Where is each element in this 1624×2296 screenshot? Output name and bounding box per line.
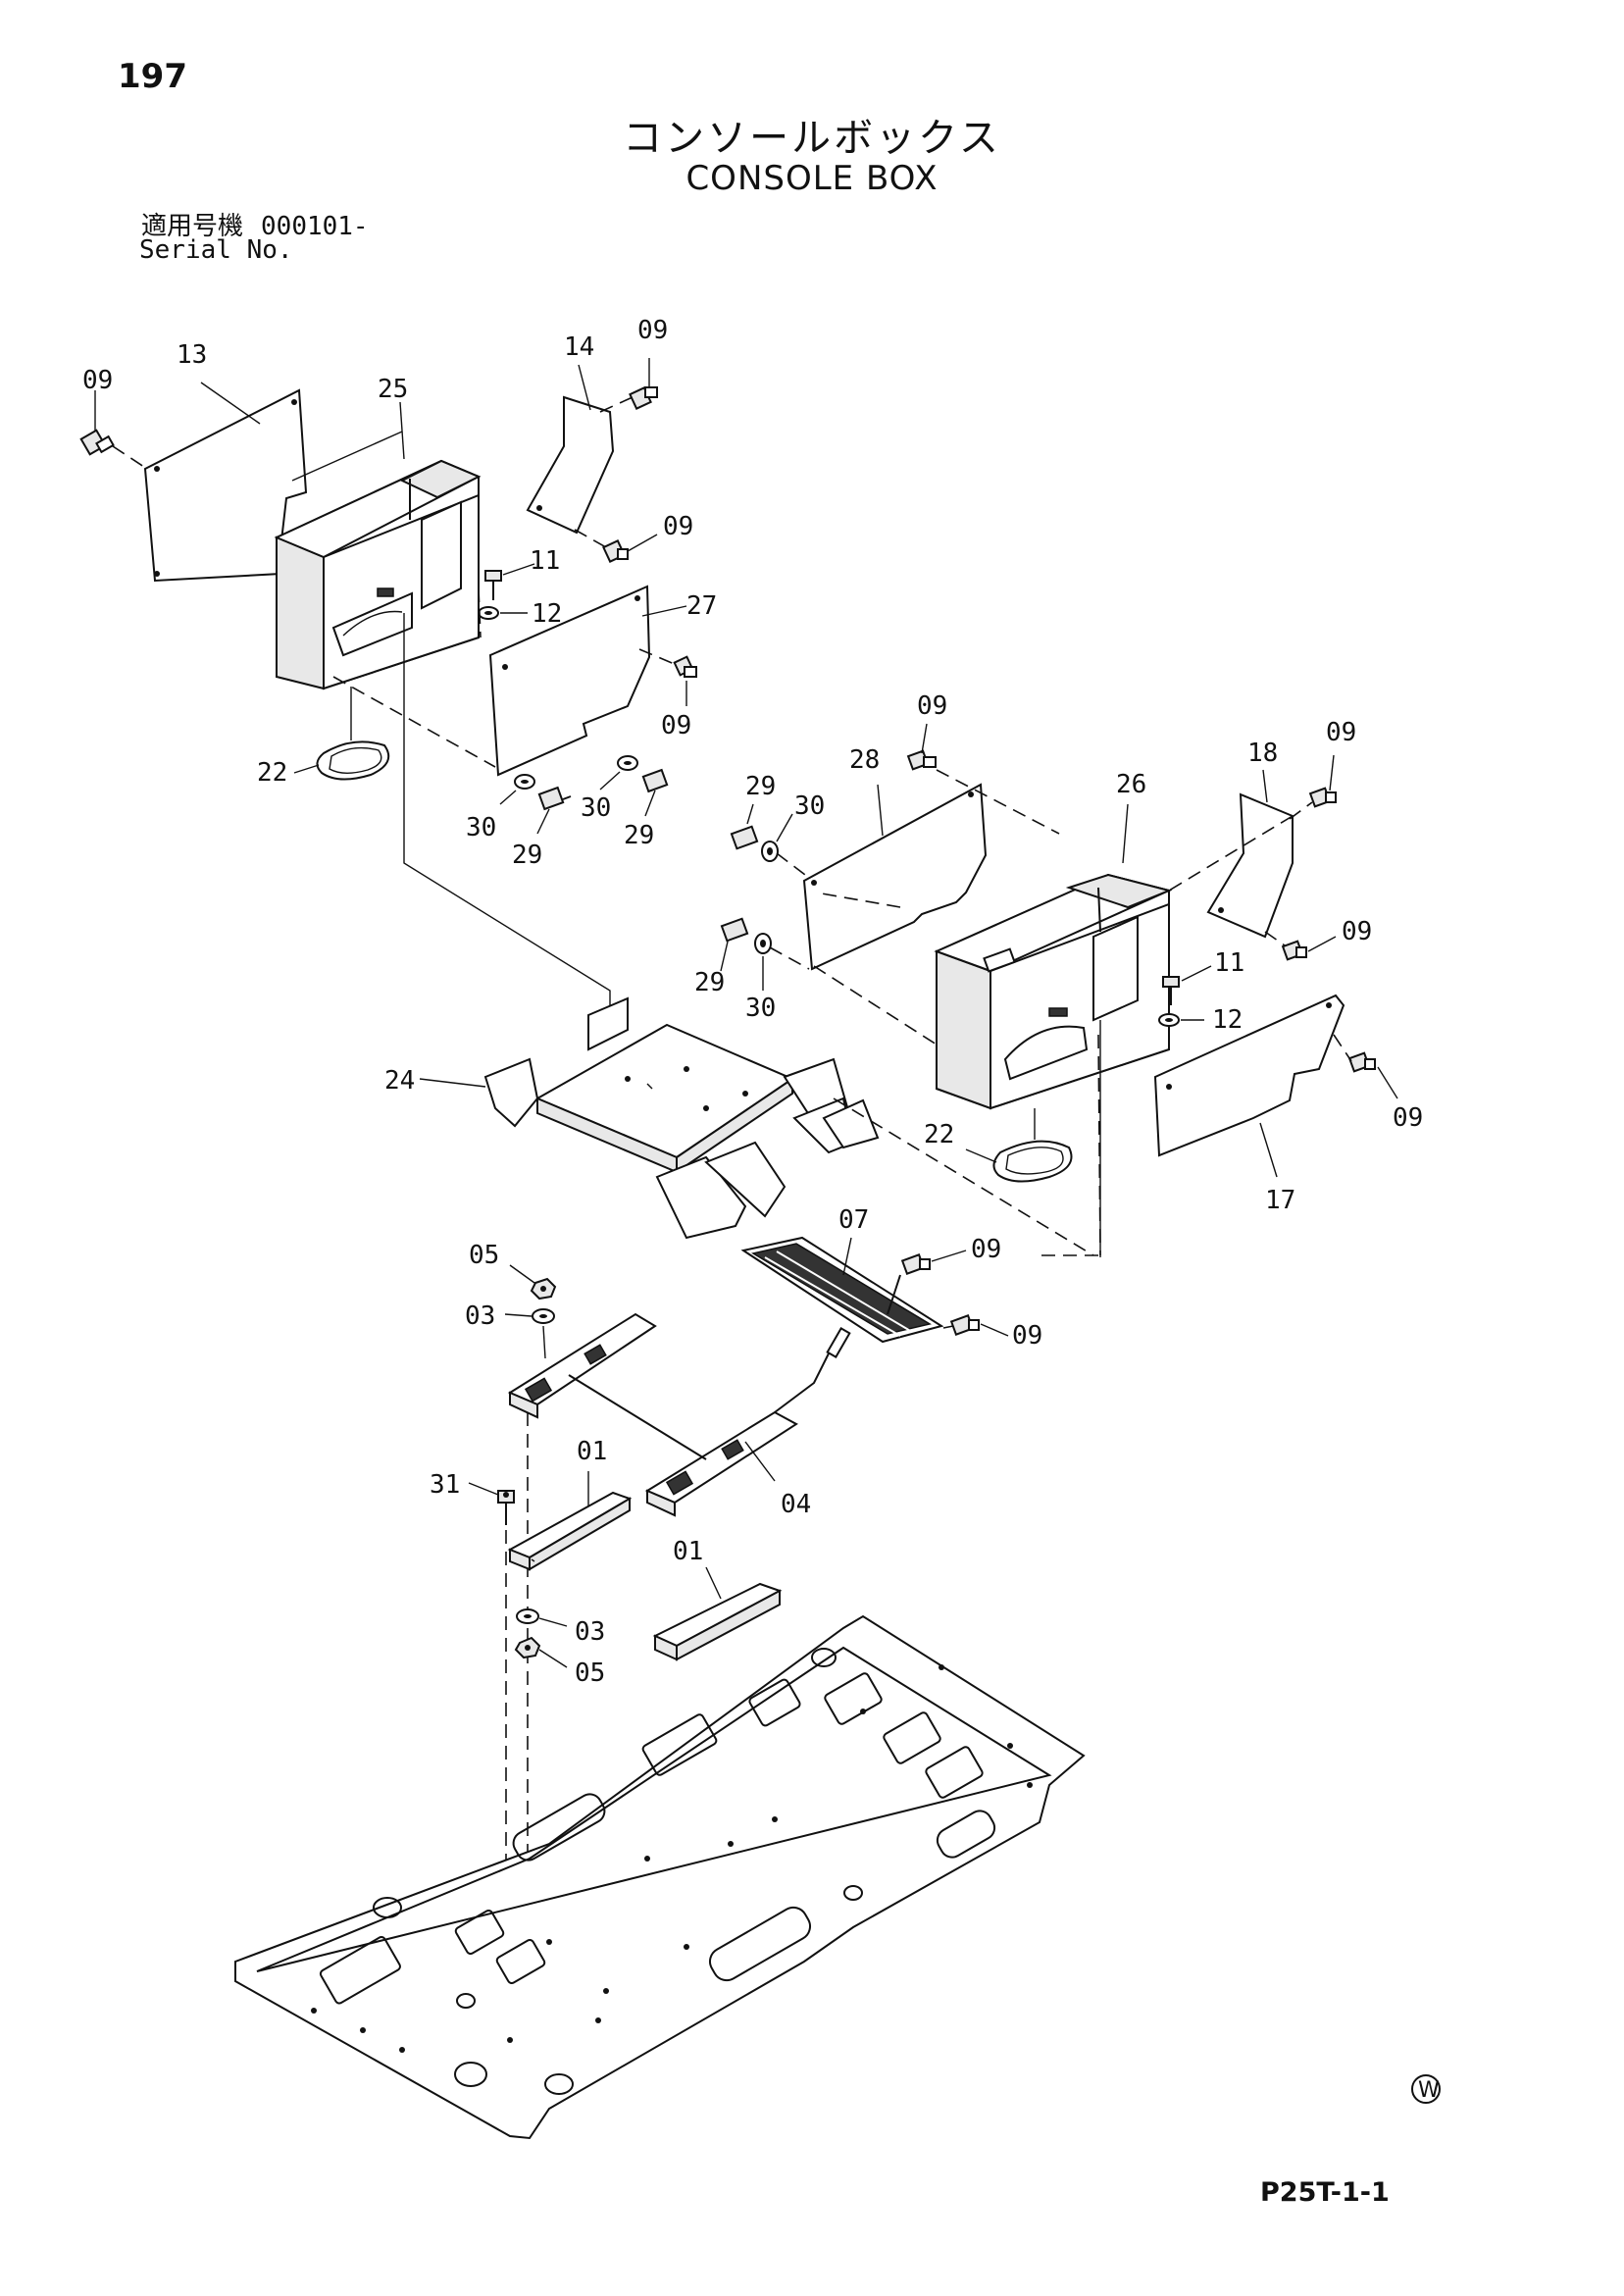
callout-22-left: 22 <box>257 758 287 788</box>
w-mark-letter: W <box>1418 2078 1440 2103</box>
part-22-gasket-left <box>316 740 390 781</box>
bolt-11-right <box>1162 976 1180 1005</box>
callout-30-d: 30 <box>745 994 776 1023</box>
bolt-29-c <box>730 825 759 850</box>
callout-24: 24 <box>384 1066 415 1096</box>
washer-03-bottom <box>516 1608 539 1624</box>
callout-09-27: 09 <box>661 711 691 740</box>
bolt-09-07-bottom <box>949 1314 980 1336</box>
callout-30-c: 30 <box>794 791 825 821</box>
callout-26: 26 <box>1116 770 1146 799</box>
washer-12-right <box>1158 1013 1180 1027</box>
callout-25: 25 <box>378 375 408 404</box>
serial-label-japanese: 適用号機 000101- <box>141 206 369 242</box>
callout-27: 27 <box>686 591 717 621</box>
bolt-29-b <box>641 768 669 793</box>
floor-plate <box>234 1614 1086 2140</box>
callout-29-b: 29 <box>624 821 654 850</box>
washer-03-top <box>532 1308 555 1324</box>
washer-12-left <box>478 606 499 620</box>
bolt-29-d <box>720 917 749 943</box>
bolt-11-left <box>484 570 502 600</box>
bolt-09-18-bottom <box>1281 940 1307 961</box>
callout-03-bottom: 03 <box>575 1617 605 1647</box>
bolt-09-left <box>79 429 115 456</box>
callout-05-bottom: 05 <box>575 1658 605 1688</box>
callout-11-left: 11 <box>530 546 560 576</box>
w-circle-mark: W <box>1411 2074 1441 2104</box>
callout-07: 07 <box>838 1205 869 1235</box>
washer-30-b <box>617 755 638 771</box>
callout-31: 31 <box>430 1470 460 1500</box>
bolt-09-27 <box>673 655 697 678</box>
callout-18: 18 <box>1247 739 1278 768</box>
callout-12-left: 12 <box>532 599 562 629</box>
bolt-09-07-top <box>900 1253 931 1275</box>
callout-29-d: 29 <box>694 968 725 997</box>
bolt-09-28 <box>906 749 937 771</box>
part-01-rail-lower <box>652 1582 783 1661</box>
part-28-side-cover <box>802 783 988 971</box>
serial-number: 000101- <box>261 212 369 241</box>
part-26-right-console-box <box>934 873 1173 1110</box>
callout-12-right: 12 <box>1212 1005 1243 1035</box>
part-07-grille <box>740 1236 944 1344</box>
page-title-japanese: コンソールボックス <box>623 116 1001 161</box>
washer-30-d <box>754 933 772 954</box>
page-title-english: CONSOLE BOX <box>685 159 939 198</box>
part-25-left-console-box <box>274 431 482 690</box>
document-code: P25T-1-1 <box>1260 2177 1390 2208</box>
bolt-09-18-top <box>1308 787 1337 808</box>
callout-09-left: 09 <box>82 366 113 395</box>
callout-09-17: 09 <box>1393 1103 1423 1133</box>
callout-03-top: 03 <box>465 1301 495 1331</box>
part-22-gasket-right <box>992 1140 1073 1183</box>
callout-17: 17 <box>1265 1186 1295 1215</box>
callout-29-a: 29 <box>512 841 542 870</box>
callout-09-top: 09 <box>637 316 668 345</box>
nut-05-bottom <box>514 1636 541 1659</box>
part-24-floor-frame <box>483 996 880 1240</box>
callout-30-b: 30 <box>581 793 611 823</box>
serial-label-ja-text: 適用号機 <box>141 212 244 241</box>
callout-30-a: 30 <box>466 813 496 842</box>
callout-05-top: 05 <box>469 1241 499 1270</box>
callout-04: 04 <box>781 1490 811 1519</box>
nut-05-top <box>530 1277 557 1301</box>
bolt-29-a <box>537 786 572 811</box>
washer-30-c <box>761 841 779 862</box>
part-17-side-cover <box>1153 994 1345 1157</box>
callout-22-right: 22 <box>924 1120 954 1149</box>
part-27-side-cover <box>488 585 651 777</box>
callout-01-lower: 01 <box>673 1537 703 1566</box>
callout-14: 14 <box>564 332 594 362</box>
part-14-bracket <box>526 395 615 535</box>
washer-30-a <box>514 774 535 790</box>
callout-labels: 13 09 25 14 09 09 11 12 27 09 22 30 29 3… <box>82 316 1423 1688</box>
part-01-rail-upper <box>507 1491 633 1571</box>
callout-09-07-top: 09 <box>971 1235 1001 1264</box>
callout-09-18-top: 09 <box>1326 718 1356 747</box>
serial-label-english: Serial No. <box>139 235 293 265</box>
bolt-09-17 <box>1347 1051 1376 1073</box>
callout-29-c: 29 <box>745 772 776 801</box>
callout-28: 28 <box>849 745 880 775</box>
callout-09-18-bottom: 09 <box>1342 917 1372 946</box>
part-04-seat-rails <box>507 1312 851 1517</box>
bolt-09-top-14 <box>629 386 658 410</box>
page-number: 197 <box>118 57 187 96</box>
callout-11-right: 11 <box>1214 948 1244 978</box>
callout-09-07-bottom: 09 <box>1012 1321 1042 1351</box>
part-18-bracket <box>1206 792 1294 939</box>
callout-13: 13 <box>177 340 207 370</box>
bolt-31 <box>497 1490 515 1525</box>
bolt-09-mid-14 <box>602 539 629 563</box>
callout-09-28: 09 <box>917 691 947 721</box>
callout-01-upper: 01 <box>577 1437 607 1466</box>
callout-09-mid: 09 <box>663 512 693 541</box>
